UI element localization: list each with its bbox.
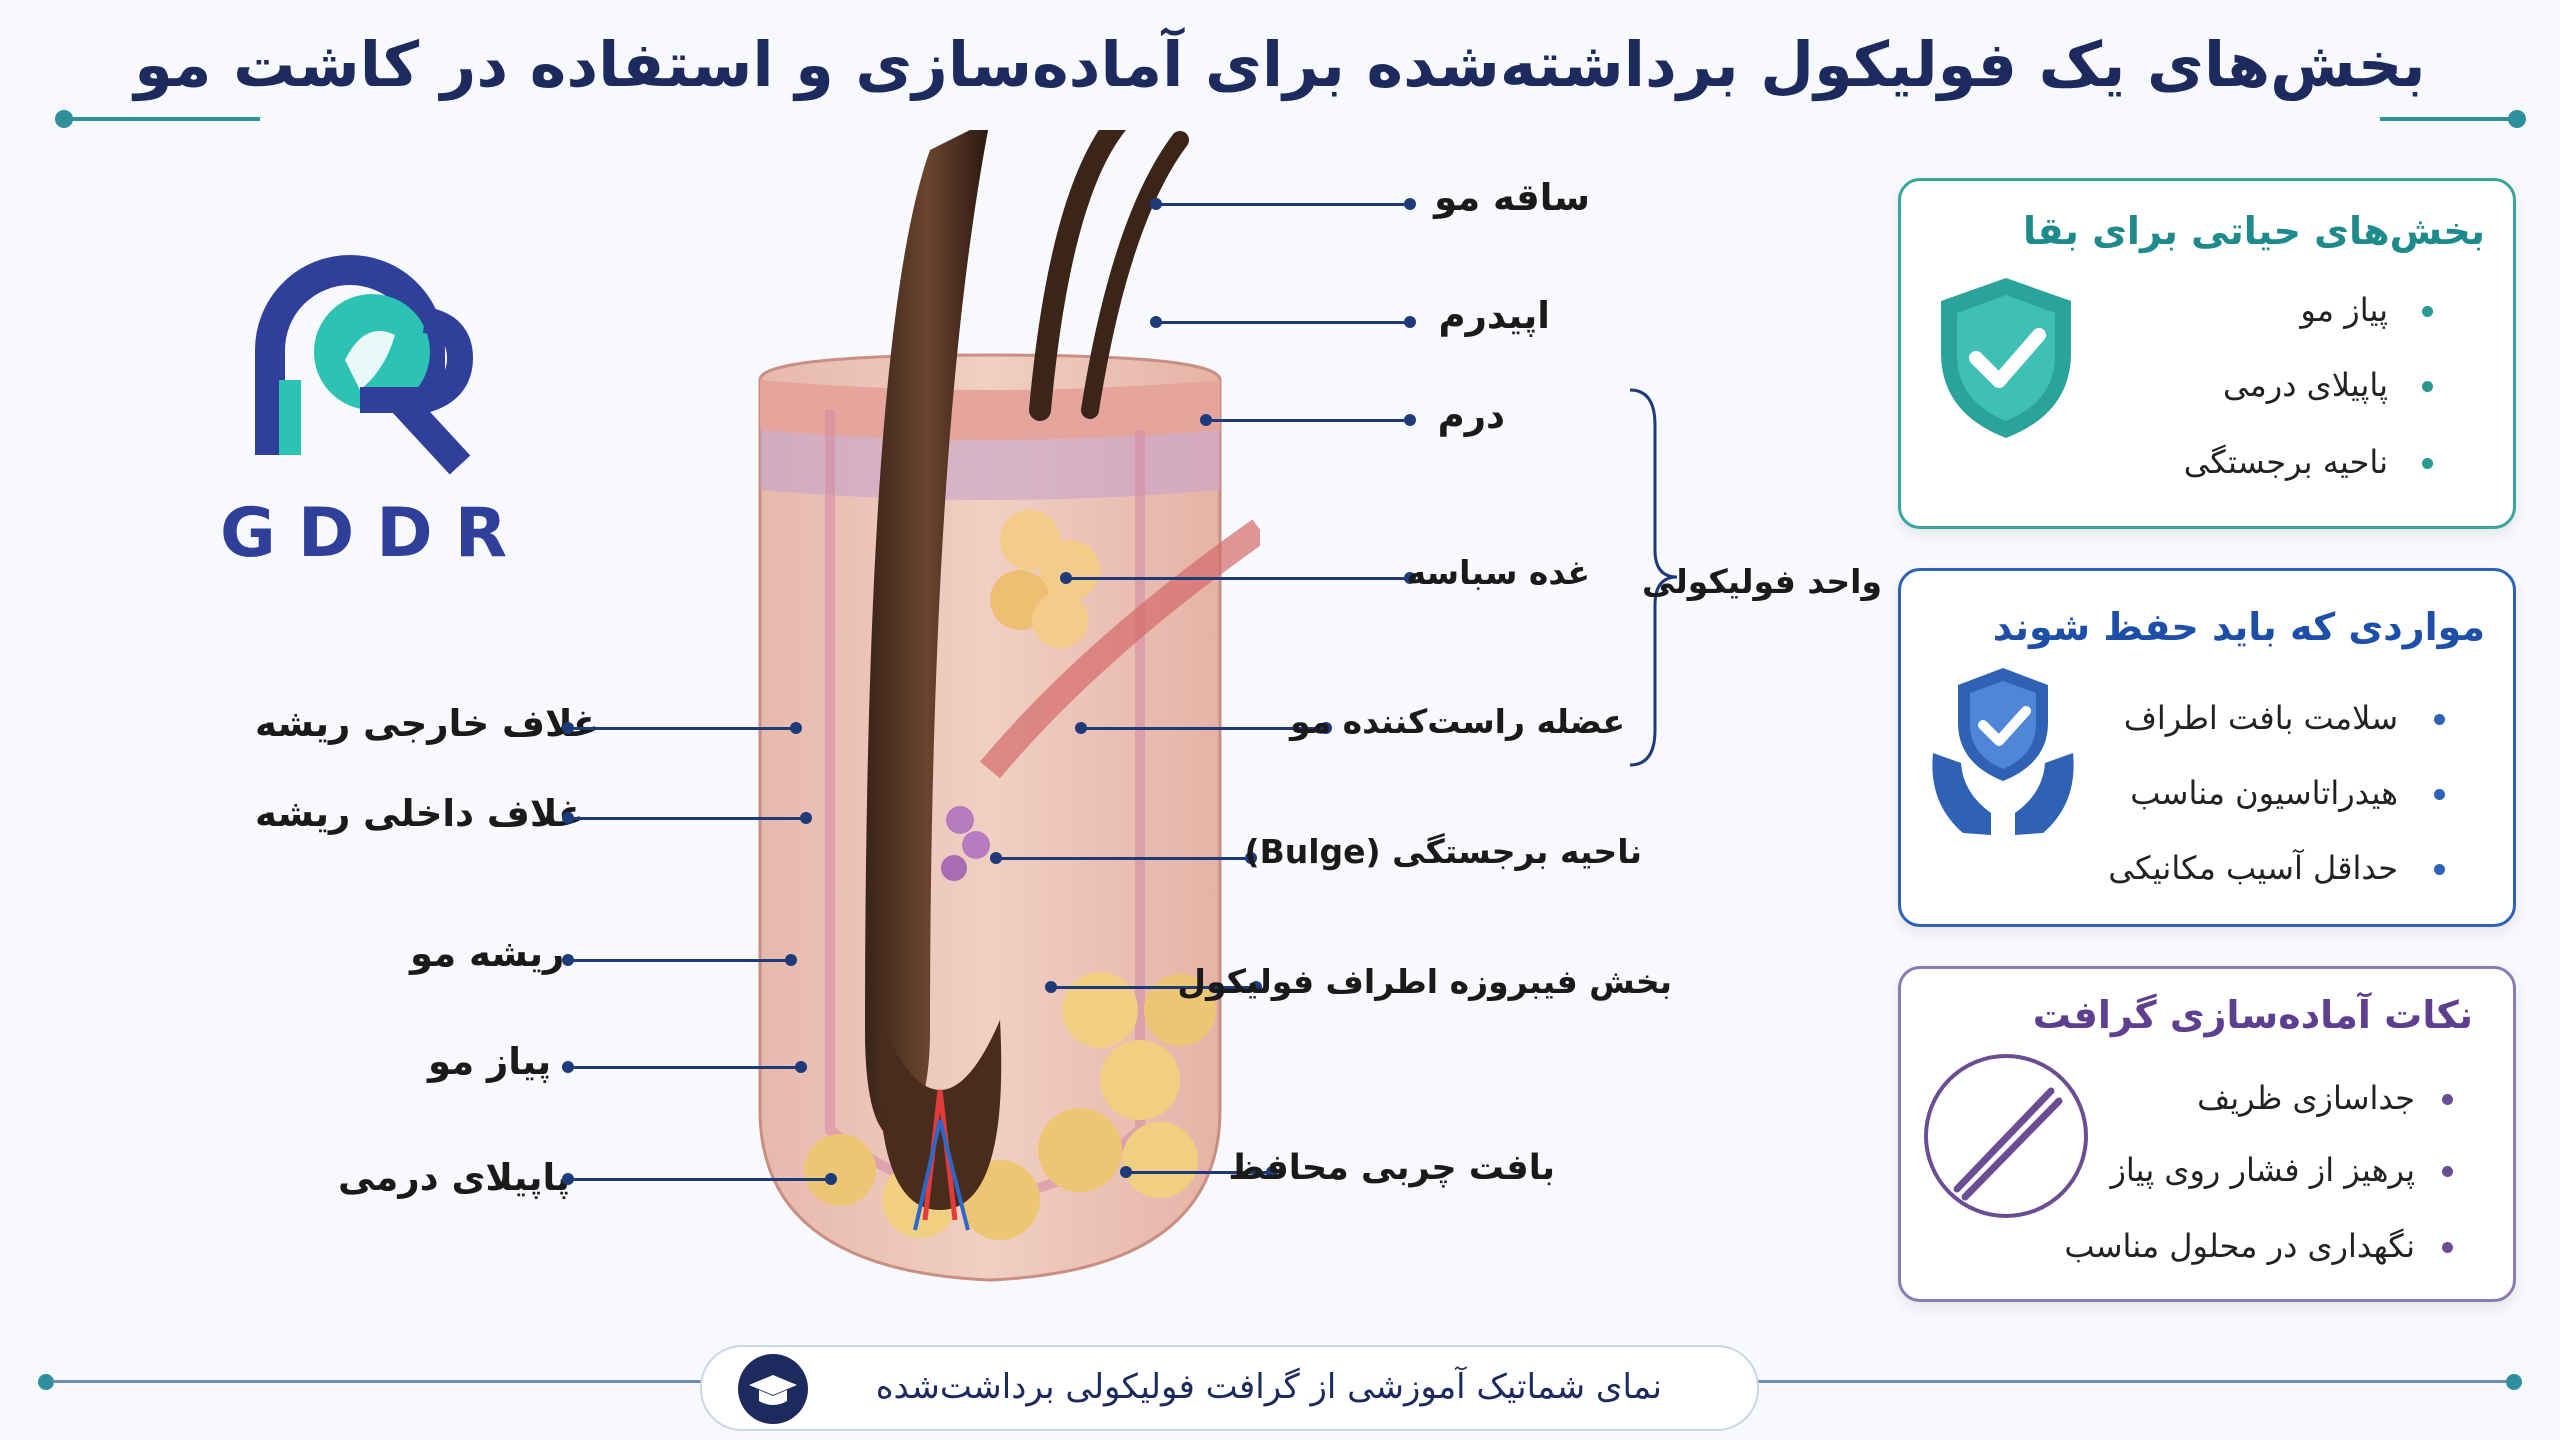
label-dermis: درم [1437,394,1505,437]
panel-item: هیدراتاسیون مناسب [2130,774,2398,812]
sebaceous-gland [990,510,1100,648]
panel-item: جداسازی ظریف [2197,1079,2415,1117]
follicle-illustration [758,130,1260,1282]
panel-item: پیاز مو [2300,291,2388,329]
logo-text: GDDR [220,494,530,573]
leader-end-fat [1266,1166,1278,1178]
footer-rule-dot-right [2506,1374,2522,1390]
logo-mark-icon [255,255,474,475]
label-fat-tissue: بافت چربی محافظ [1228,1148,1555,1188]
leader-inner-sheath [568,817,806,820]
footer-rule-right [1755,1380,2510,1383]
epidermis-layer [760,380,1220,440]
label-sebaceous-gland: غده سباسه [1406,553,1590,592]
leader-papilla [568,1178,830,1181]
label-perifollicular-fibrous: بخش فیبروزه اطراف فولیکول [1177,962,1672,1001]
leader-hair-root [568,959,790,962]
bullet [2422,381,2433,392]
bullet [2434,789,2445,800]
leader-end-sebaceous [1404,572,1416,584]
panel-item: پرهیز از فشار روی پیاز [2110,1151,2415,1189]
panel-item: نگهداری در محلول مناسب [2064,1227,2415,1265]
leader-end-bulge [1245,852,1257,864]
label-arrector-muscle: عضله راست‌کننده مو [1289,702,1625,741]
panel-vital-parts: بخش‌های حیاتی برای بقا پیاز مو پاپیلای د… [1898,178,2516,529]
label-inner-root-sheath: غلاف داخلی ریشه [255,792,584,835]
leader-end-outer-sheath [790,722,802,734]
leader-dermis [1206,419,1410,422]
follicular-unit-bracket [1629,388,1678,767]
bullet [2434,714,2445,725]
leader-end-arrector [1320,722,1332,734]
leader-arrector [1081,727,1325,730]
bullet [2434,864,2445,875]
logo: GDDR [220,240,520,573]
leader-bulge [996,857,1250,860]
leader-end-epidermis [1404,316,1416,328]
bullet [2422,306,2433,317]
dermis-layer [760,430,1220,500]
panel-item: ناحیه برجستگی [2183,443,2388,481]
label-dermal-papilla: پاپیلای درمی [338,1156,571,1199]
footer-caption-box: نمای شماتیک آموزشی از گرافت فولیکولی برد… [700,1345,1759,1431]
hair-bulb [878,1020,1002,1210]
label-hair-shaft: ساقه مو [1434,176,1590,219]
label-bulge: ناحیه برجستگی (Bulge) [1244,832,1642,871]
leader-epidermis [1156,321,1410,324]
leader-end-fibrous [1250,981,1262,993]
bulge-region [941,806,990,881]
bullet [2422,458,2433,469]
bullet [2442,1094,2453,1105]
page-title: بخش‌های یک فولیکول برداشته‌شده برای آماد… [134,28,2426,101]
leader-hair-bulb [568,1066,800,1069]
tweezers-icon [1924,1054,2088,1218]
footer-caption: نمای شماتیک آموزشی از گرافت فولیکولی برد… [875,1367,1662,1407]
leader-hair-shaft [1156,203,1410,206]
label-outer-root-sheath: غلاف خارجی ریشه [255,702,599,745]
hair-shaft-3 [1081,131,1189,419]
bullet [2442,1242,2453,1253]
label-hair-bulb: پیاز مو [428,1040,552,1083]
shield-check-icon [1941,278,2071,438]
leader-fat [1126,1171,1270,1174]
hair-shaft-2 [1029,130,1127,421]
panel-item: سلامت بافت اطراف [2123,699,2398,737]
title-rule-left [64,117,260,121]
panel-title: مواردی که باید حفظ شوند [1992,605,2485,649]
label-hair-root: ریشه مو [410,932,565,975]
dermal-papilla-vessel-red [922,1089,958,1221]
footer-rule-left [52,1380,702,1383]
panel-item: پاپیلای درمی [2222,366,2388,404]
panel-graft-prep: نکات آماده‌سازی گرافت جداسازی ظریف پرهیز… [1898,966,2516,1302]
leader-end-dermis [1404,414,1416,426]
title-rule-right [2380,117,2516,121]
leader-end-hair-root [785,954,797,966]
bullet [2442,1166,2453,1177]
arrector-muscle [980,519,1260,779]
leader-sebaceous [1066,577,1410,580]
leader-end-hair-bulb [795,1061,807,1073]
title-rule-dot-right [2508,110,2526,128]
leader-end-hair-shaft [1404,198,1416,210]
label-epidermis: اپیدرم [1438,294,1550,337]
hair-shaft-main [865,130,989,1140]
hands-shield-icon [1932,668,2074,835]
leader-fibrous [1051,986,1255,989]
panel-title: نکات آماده‌سازی گرافت [2032,993,2473,1037]
panel-title: بخش‌های حیاتی برای بقا [2022,209,2485,253]
graduation-cap-icon [738,1354,808,1424]
leader-end-papilla [825,1173,837,1185]
leader-end-inner-sheath [800,812,812,824]
dermal-papilla-vessel-blue [913,1119,970,1231]
leader-outer-sheath [568,727,796,730]
panel-preserve: مواردی که باید حفظ شوند سلامت بافت اطراف… [1898,568,2516,927]
footer-rule-dot-left [38,1374,54,1390]
panel-item: حداقل آسیب مکانیکی [2108,849,2398,887]
label-follicular-unit: واحد فولیکولی [1642,562,1882,601]
